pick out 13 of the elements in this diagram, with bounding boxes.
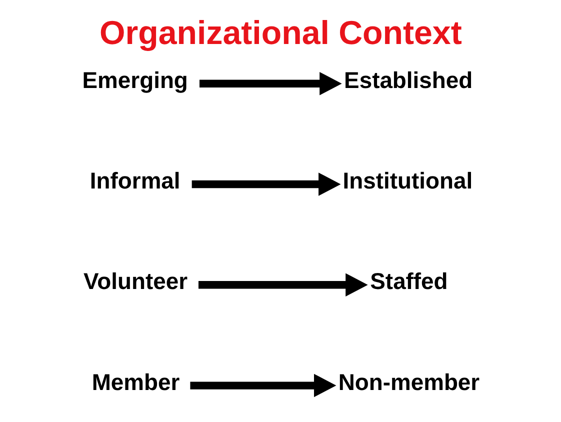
node-text: Emerging — [82, 66, 188, 93]
arrow — [198, 273, 368, 297]
node-text: Established — [344, 66, 472, 93]
node-text: Informal — [89, 168, 180, 194]
node-text: Non-member — [338, 368, 480, 395]
arrow — [191, 172, 340, 196]
arrow — [190, 374, 336, 398]
arrow — [199, 72, 342, 96]
node-text: Institutional — [342, 168, 472, 194]
node-text: Volunteer — [83, 268, 188, 294]
node-text: Staffed — [370, 268, 448, 294]
node-text: Member — [91, 368, 180, 395]
diagram-title: Organizational Context — [98, 14, 462, 52]
